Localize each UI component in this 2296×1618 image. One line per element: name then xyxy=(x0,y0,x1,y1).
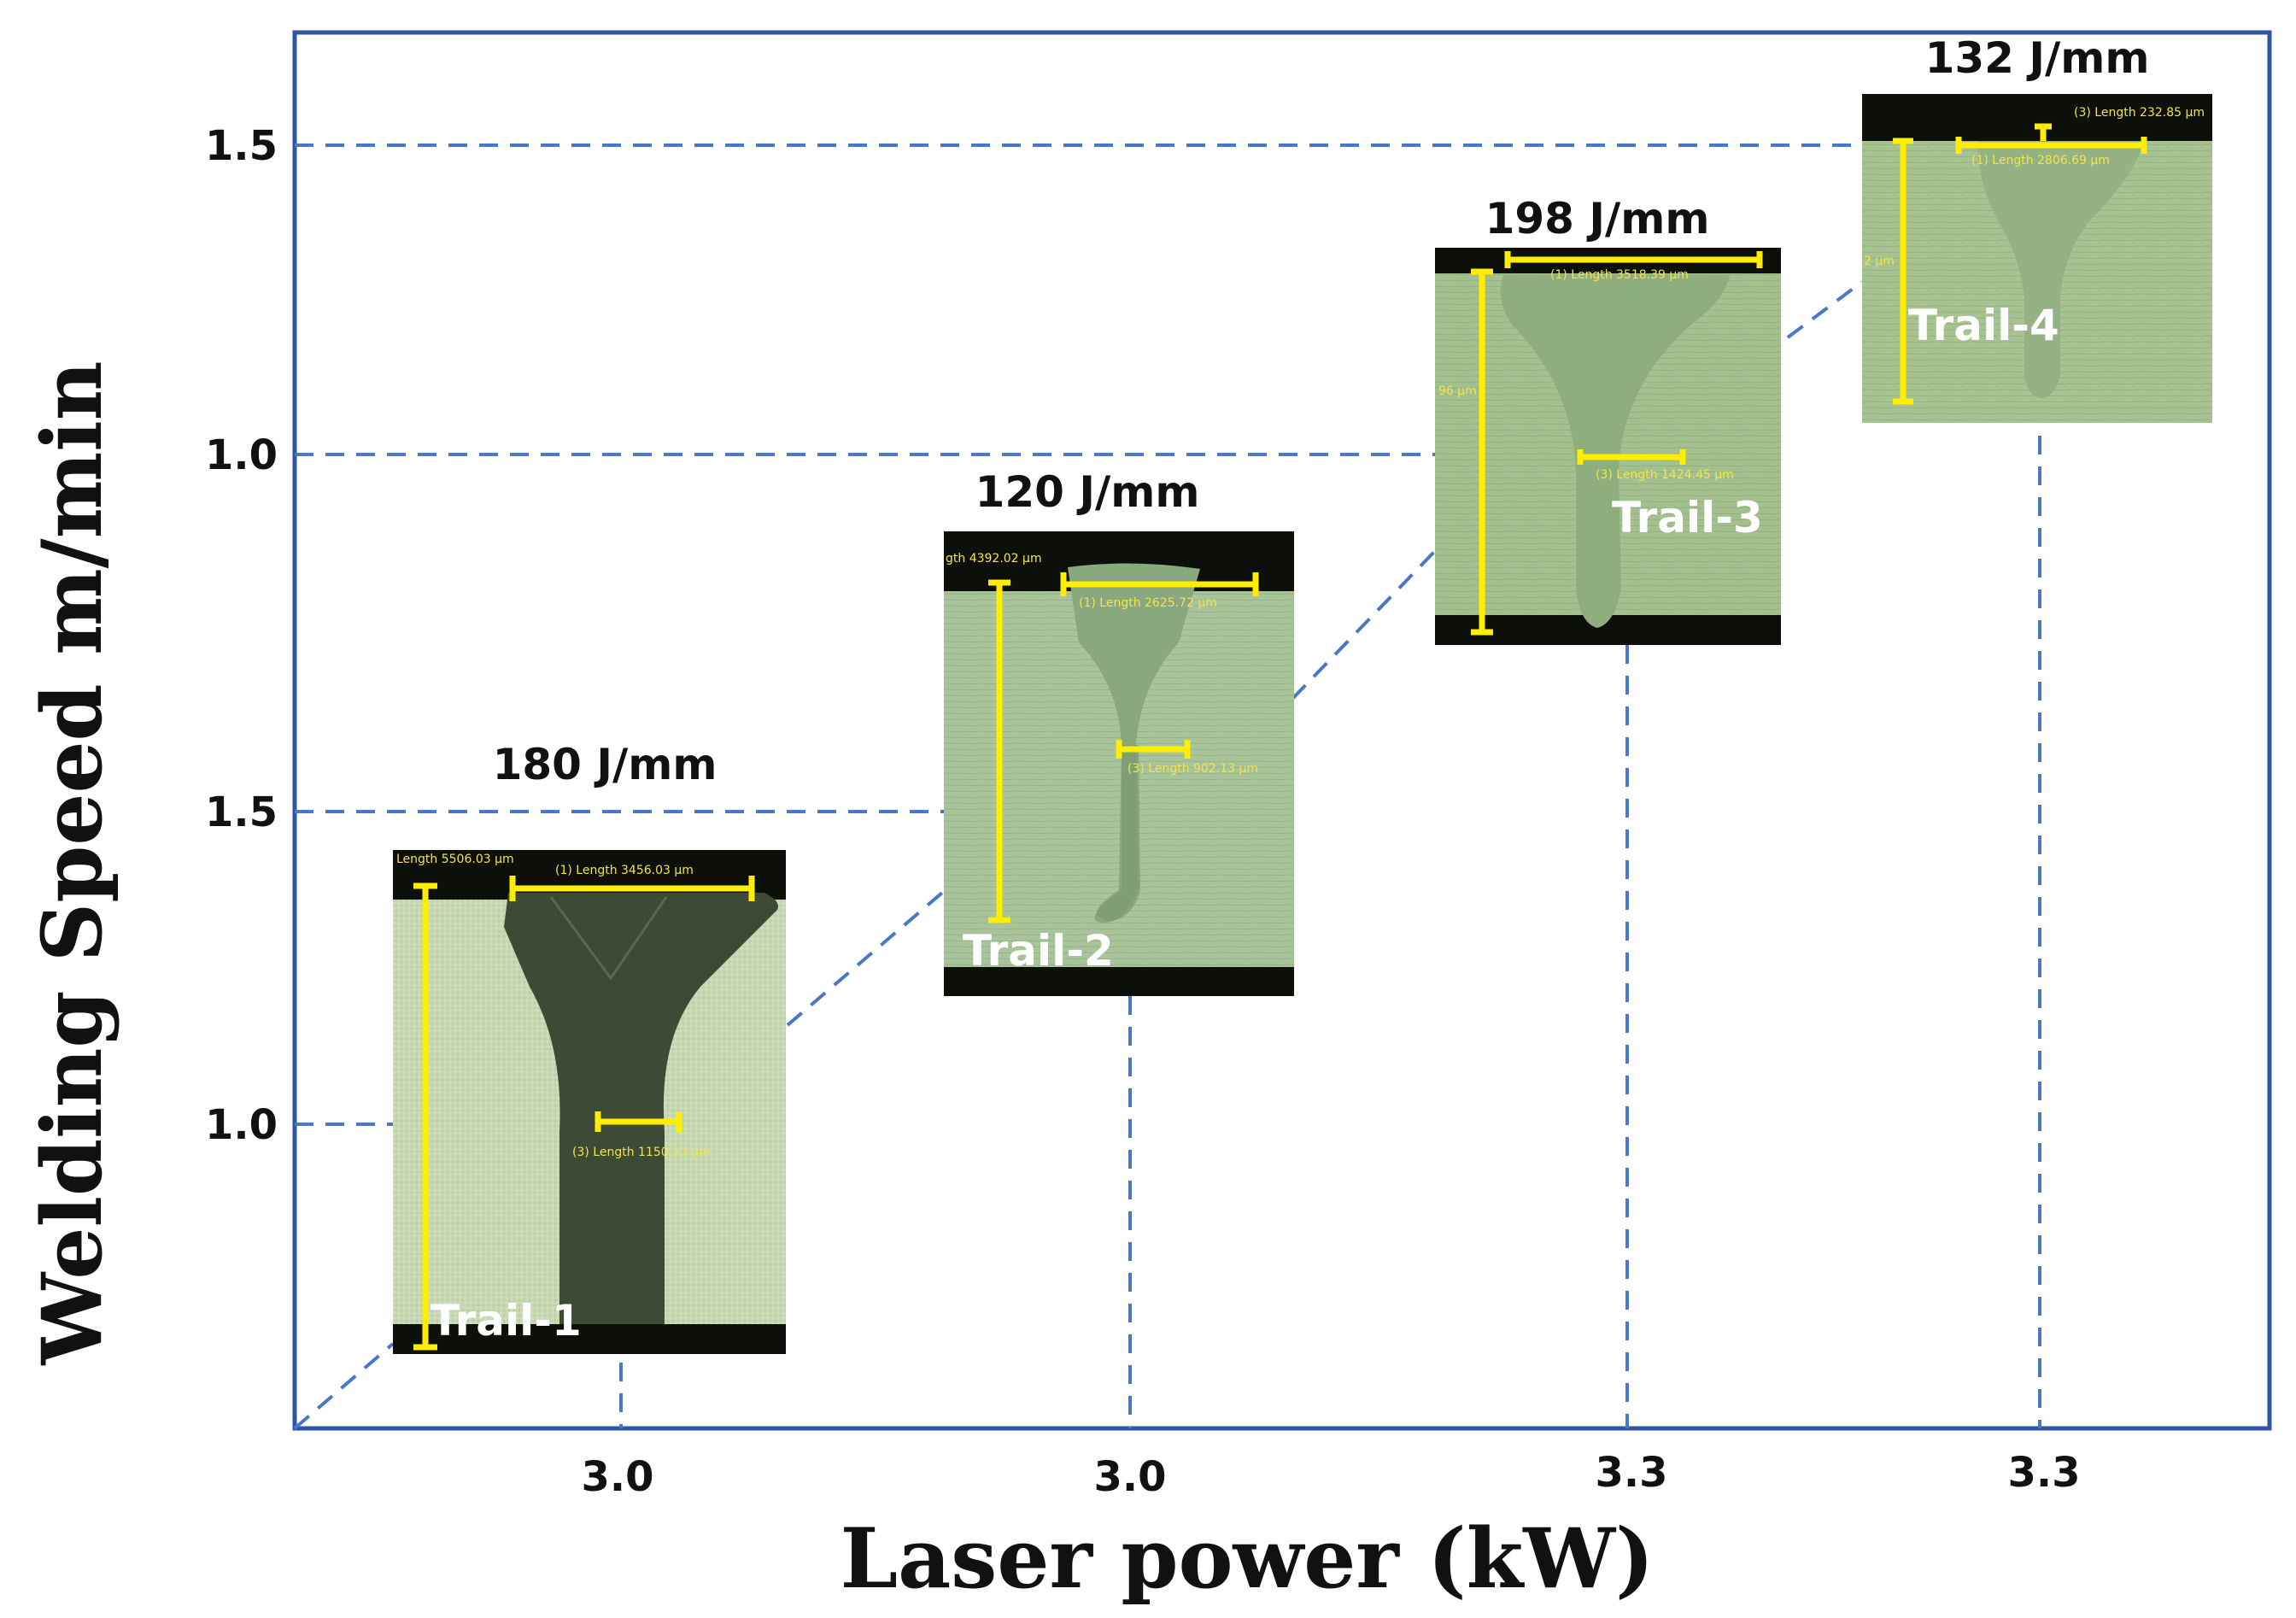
guide-trend-2 xyxy=(786,891,944,1027)
measurement-trail-4-b: (1) Length 2806.69 µm xyxy=(1971,154,2110,167)
x-tick-label: 3.0 xyxy=(1093,1453,1166,1501)
y-tick-label: 1.0 xyxy=(205,1101,278,1149)
micrograph-trail-2: gth 4392.02 µm (1) Length 2625.72 µm (3)… xyxy=(944,531,1294,996)
guide-trend-4 xyxy=(1786,280,1864,339)
measurement-trail-1-a: Length 5506.03 µm xyxy=(396,853,514,866)
y-axis-title: Welding Speed m/min xyxy=(24,361,120,1365)
y-tick-label: 1.5 xyxy=(205,788,278,836)
energy-label-trail-4: 132 J/mm xyxy=(1925,33,2150,83)
x-tick-label: 3.3 xyxy=(1595,1449,1667,1497)
y-tick-label: 1.5 xyxy=(205,122,278,170)
measurement-trail-3-c: 96 µm xyxy=(1438,384,1477,398)
micrograph-trail-3: (1) Length 3518.39 µm (3) Length 1424.45… xyxy=(1435,248,1781,645)
energy-label-trail-1: 180 J/mm xyxy=(493,740,718,789)
measurement-trail-2-b: (1) Length 2625.72 µm xyxy=(1079,596,1217,610)
guide-trend-1 xyxy=(293,1342,395,1430)
trail-3-label: Trail-3 xyxy=(1612,493,1763,542)
x-axis-title: Laser power (kW) xyxy=(840,1510,1655,1607)
measurement-trail-1-c: (3) Length 1150.53 µm xyxy=(572,1146,711,1159)
energy-label-trail-2: 120 J/mm xyxy=(975,467,1200,517)
guide-trend-3 xyxy=(1291,549,1437,701)
micrograph-trail-4: (3) Length 232.85 µm (1) Length 2806.69 … xyxy=(1862,94,2212,423)
trail-1-label: Trail-1 xyxy=(430,1296,582,1345)
y-tick-label: 1.0 xyxy=(205,431,278,479)
x-tick-label: 3.0 xyxy=(581,1453,653,1501)
guide-lines xyxy=(293,144,2041,1430)
energy-label-trail-3: 198 J/mm xyxy=(1485,194,1710,243)
measurement-trail-3-a: (1) Length 3518.39 µm xyxy=(1550,268,1689,282)
measurement-trail-1-b: (1) Length 3456.03 µm xyxy=(555,864,694,877)
measurement-trail-3-b: (3) Length 1424.45 µm xyxy=(1596,468,1734,482)
x-tick-label: 3.3 xyxy=(2007,1449,2080,1497)
trail-4-label: Trail-4 xyxy=(1908,301,2059,350)
measurement-trail-2-a: gth 4392.02 µm xyxy=(946,552,1042,566)
trail-2-label: Trail-2 xyxy=(963,926,1114,976)
micrograph-trail-1: Length 5506.03 µm (1) Length 3456.03 µm … xyxy=(393,850,786,1354)
plot-frame xyxy=(292,30,2272,1431)
measurement-trail-4-a: (3) Length 232.85 µm xyxy=(2074,106,2205,120)
measurement-trail-4-c: 2 µm xyxy=(1864,255,1895,268)
measurement-trail-2-c: (3) Length 902.13 µm xyxy=(1128,762,1258,776)
